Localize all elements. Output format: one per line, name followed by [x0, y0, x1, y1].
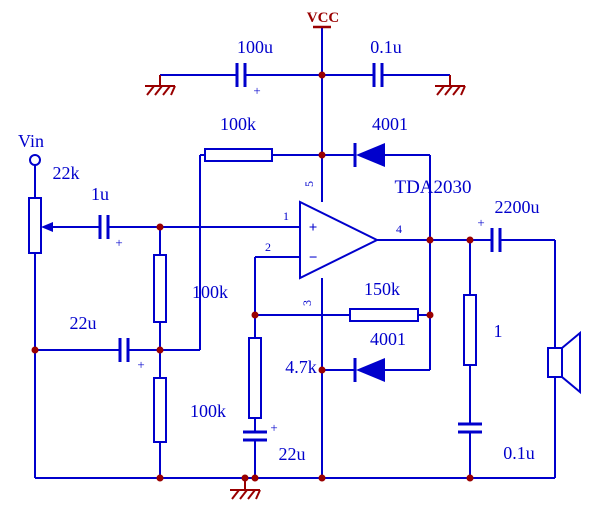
ground-icon	[435, 75, 466, 96]
ground-symbol-top-right	[435, 75, 466, 96]
resistor-bias-mid	[153, 254, 167, 323]
label-capacitor-supply-bulk: 100u	[237, 37, 273, 57]
junction-dot	[156, 346, 164, 354]
capacitor-zobel	[458, 422, 482, 434]
polarity-plus-supply-bulk: +	[253, 83, 260, 98]
capacitor-supply-hf	[372, 63, 384, 87]
vin-terminal	[29, 154, 41, 166]
resistor-gain	[248, 337, 262, 419]
ground-symbol-top-left	[145, 75, 176, 96]
junction-dot	[318, 366, 326, 374]
capacitor-supply-bulk	[235, 63, 247, 87]
label-resistor-bias-top: 100k	[220, 114, 256, 134]
ground-icon	[145, 75, 176, 96]
diode-bottom	[353, 358, 385, 382]
resistor-feedback	[349, 308, 419, 322]
label-pin-5: 5	[302, 181, 316, 187]
junction-dots	[31, 71, 474, 482]
resistor-bias-bottom	[153, 377, 167, 443]
wire-inv-input	[254, 256, 300, 338]
polarity-plus-gain: +	[270, 420, 277, 435]
label-resistor-bias-mid: 100k	[192, 282, 228, 302]
label-ic-name: TDA2030	[394, 177, 471, 198]
junction-dot	[318, 71, 326, 79]
junction-dot	[31, 346, 39, 354]
wire-output	[377, 239, 556, 478]
label-pin-3: 3	[300, 300, 314, 306]
opamp-noninv-sign: +	[309, 220, 318, 236]
diode-triangle-icon	[356, 358, 385, 382]
label-potentiometer: 22k	[53, 163, 80, 183]
label-diode-bottom: 4001	[370, 329, 406, 349]
opamp-inv-sign: −	[309, 250, 318, 266]
junction-dot	[251, 311, 259, 319]
junction-dot	[318, 151, 326, 159]
wires	[34, 27, 556, 479]
resistor-bias-top	[204, 148, 273, 162]
label-capacitor-supply-hf: 0.1u	[370, 37, 402, 57]
wire-noninv-input	[51, 226, 300, 255]
polarity-plus-output: +	[477, 215, 484, 230]
speaker-body	[547, 347, 563, 378]
junction-dot	[251, 474, 259, 482]
speaker-icon	[547, 330, 581, 395]
junction-dot	[466, 474, 474, 482]
junction-dot	[156, 223, 164, 231]
label-pin-2: 2	[265, 240, 271, 254]
potentiometer-wiper-arrow-icon	[41, 222, 53, 232]
junction-dot	[426, 236, 434, 244]
label-capacitor-zobel: 0.1u	[503, 443, 535, 463]
label-resistor-gain: 4.7k	[285, 357, 317, 377]
wire-bias-top-branch	[160, 154, 322, 351]
diode-triangle-icon	[356, 143, 385, 167]
potentiometer-body	[28, 197, 42, 254]
label-capacitor-gain: 22u	[279, 444, 306, 464]
capacitor-input	[98, 215, 110, 239]
junction-dot	[241, 474, 249, 482]
ground-icon	[230, 478, 261, 500]
label-vin: Vin	[18, 131, 44, 151]
polarity-plus-input: +	[115, 235, 122, 250]
vcc-label: VCC	[307, 10, 340, 26]
label-pin-1: 1	[283, 209, 289, 223]
label-resistor-zobel: 1	[494, 321, 503, 341]
speaker-horn	[561, 330, 581, 395]
junction-dot	[156, 474, 164, 482]
ground-symbol-bottom	[230, 478, 261, 500]
resistor-zobel	[463, 294, 477, 366]
label-diode-top: 4001	[372, 114, 408, 134]
junction-dot	[318, 474, 326, 482]
capacitor-output	[490, 228, 502, 252]
capacitor-gain	[243, 430, 267, 442]
label-resistor-bias-bottom: 100k	[190, 401, 226, 421]
diode-top	[353, 143, 385, 167]
label-capacitor-output: 2200u	[495, 197, 540, 217]
opamp-triangle	[299, 200, 380, 280]
label-capacitor-bias: 22u	[70, 313, 97, 333]
label-resistor-feedback: 150k	[364, 279, 400, 299]
label-pin-4: 4	[396, 222, 402, 236]
capacitor-bias	[118, 338, 130, 362]
junction-dot	[466, 236, 474, 244]
label-capacitor-input: 1u	[91, 184, 109, 204]
junction-dot	[426, 311, 434, 319]
polarity-plus-bias: +	[137, 357, 144, 372]
